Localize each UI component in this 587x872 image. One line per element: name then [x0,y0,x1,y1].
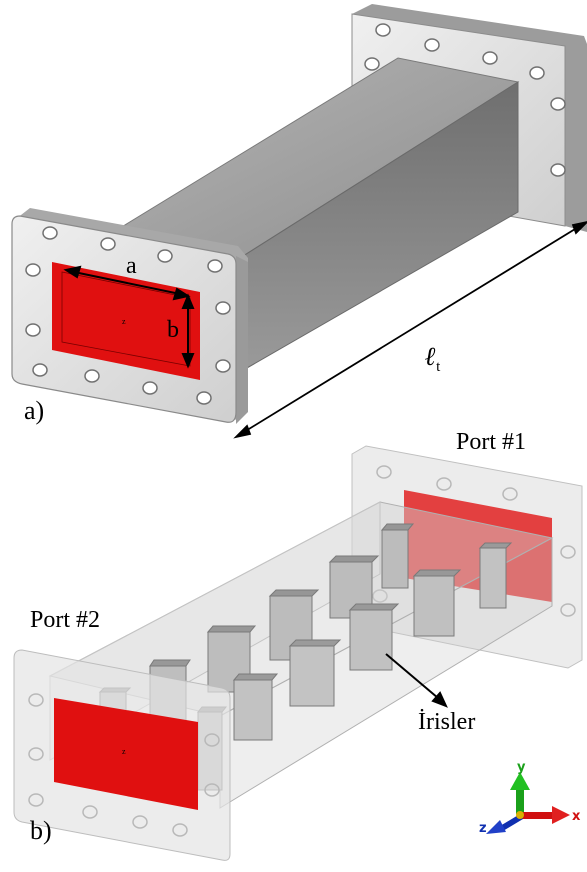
dimension-b-label: b [167,317,179,343]
irises-label: İrisler [418,709,476,735]
dimension-a-arrow [63,265,191,301]
irises-leader-arrow [385,653,448,708]
port-2-face [54,698,198,810]
axis-triad [486,772,570,834]
z-axis-arrow [486,814,523,834]
x-axis-arrow [520,806,570,824]
panel-a-label: a) [24,396,45,425]
axis-x-label: x [572,809,581,824]
iris [412,569,462,637]
length-subscript: t [436,359,441,376]
front-flange-transparent [13,649,231,861]
iris [478,542,513,609]
length-symbol: ℓ [425,342,437,371]
iris [288,639,342,707]
panel-a-waveguide [11,4,587,439]
y-axis-arrow [510,772,530,814]
port-2-label: Port #2 [30,607,101,633]
axis-y-label: y [517,760,526,775]
port-1-label: Port #1 [456,429,527,455]
front-flange [11,208,248,424]
port-a-face-mark: z [122,317,126,326]
panel-b-label: b) [30,816,52,845]
waveguide-body [118,57,520,373]
dimension-a-label: a [126,253,137,279]
axis-z-label: z [479,821,487,836]
port-b-face-mark: z [122,747,126,756]
iris [380,523,415,589]
panel-b-waveguide [13,445,583,861]
iris [348,603,400,671]
length-label: ℓt [425,344,440,375]
dimension-b-arrow [181,293,195,369]
port-face-a [52,262,200,380]
iris [232,673,279,741]
length-arrow [233,221,587,439]
